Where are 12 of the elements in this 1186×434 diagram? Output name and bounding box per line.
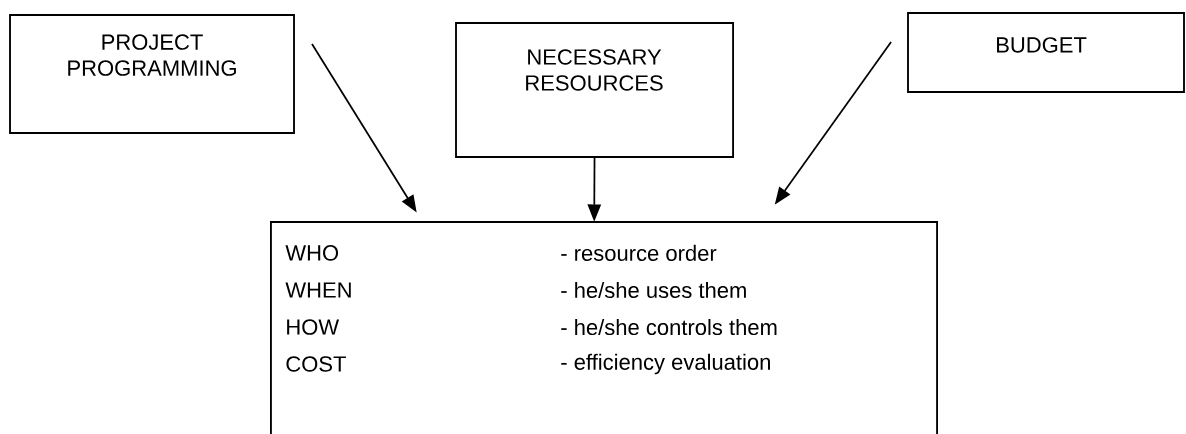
row-term: WHO [285,245,339,261]
row-term: COST [286,356,346,372]
process-box: BUDGET [907,12,1185,93]
content-box [270,221,938,434]
row-description: - resource order [561,244,717,261]
row-description: - he/she controls them [561,319,777,336]
process-box: NECESSARY RESOURCES [455,22,734,158]
row-term: WHEN [285,282,351,298]
row-description: - he/she uses them [561,281,746,299]
process-box: PROJECT PROGRAMMING [9,14,295,134]
row-description: - efficiency evaluation [561,353,770,375]
row-term: HOW [287,319,339,335]
